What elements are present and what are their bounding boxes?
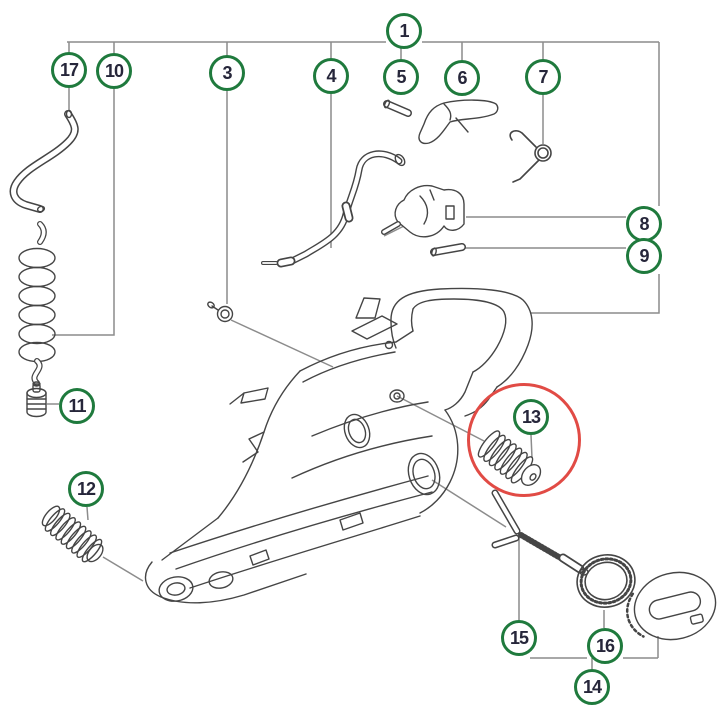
callout-12[interactable]: 12	[68, 471, 104, 507]
highlight-circle-13	[467, 383, 581, 497]
coiled-fuel-line-drawing	[18, 221, 56, 386]
callout-1[interactable]: 1	[386, 13, 422, 49]
seal-ring-drawing	[576, 554, 636, 608]
callout-15[interactable]: 15	[501, 620, 537, 656]
callout-11[interactable]: 11	[59, 388, 95, 424]
callout-14[interactable]: 14	[574, 669, 610, 705]
callout-5[interactable]: 5	[383, 59, 419, 95]
callout-16[interactable]: 16	[587, 628, 623, 664]
callout-4[interactable]: 4	[313, 58, 349, 94]
retainer-rod-drawing	[491, 489, 589, 576]
leader-lines	[47, 41, 660, 669]
pin-drawing	[383, 99, 412, 117]
spring-12-drawing	[41, 505, 104, 563]
fuel-hose-drawing	[9, 109, 79, 213]
callout-13[interactable]: 13	[513, 399, 549, 435]
callout-3[interactable]: 3	[209, 55, 245, 91]
throttle-cable-drawing	[261, 150, 406, 268]
screw-drawing	[207, 301, 234, 323]
callout-6[interactable]: 6	[444, 60, 480, 96]
torsion-spring-drawing	[509, 130, 552, 183]
callout-7[interactable]: 7	[525, 59, 561, 95]
fuel-tank-housing-drawing	[144, 287, 533, 604]
callout-9[interactable]: 9	[626, 238, 662, 274]
callout-17[interactable]: 17	[51, 52, 87, 88]
callout-8[interactable]: 8	[626, 206, 662, 242]
lockout-lever-drawing	[381, 184, 466, 257]
callout-10[interactable]: 10	[96, 53, 132, 89]
fuel-filter-drawing	[26, 381, 47, 418]
throttle-trigger-drawing	[418, 99, 499, 145]
fuel-cap-drawing	[625, 571, 717, 641]
